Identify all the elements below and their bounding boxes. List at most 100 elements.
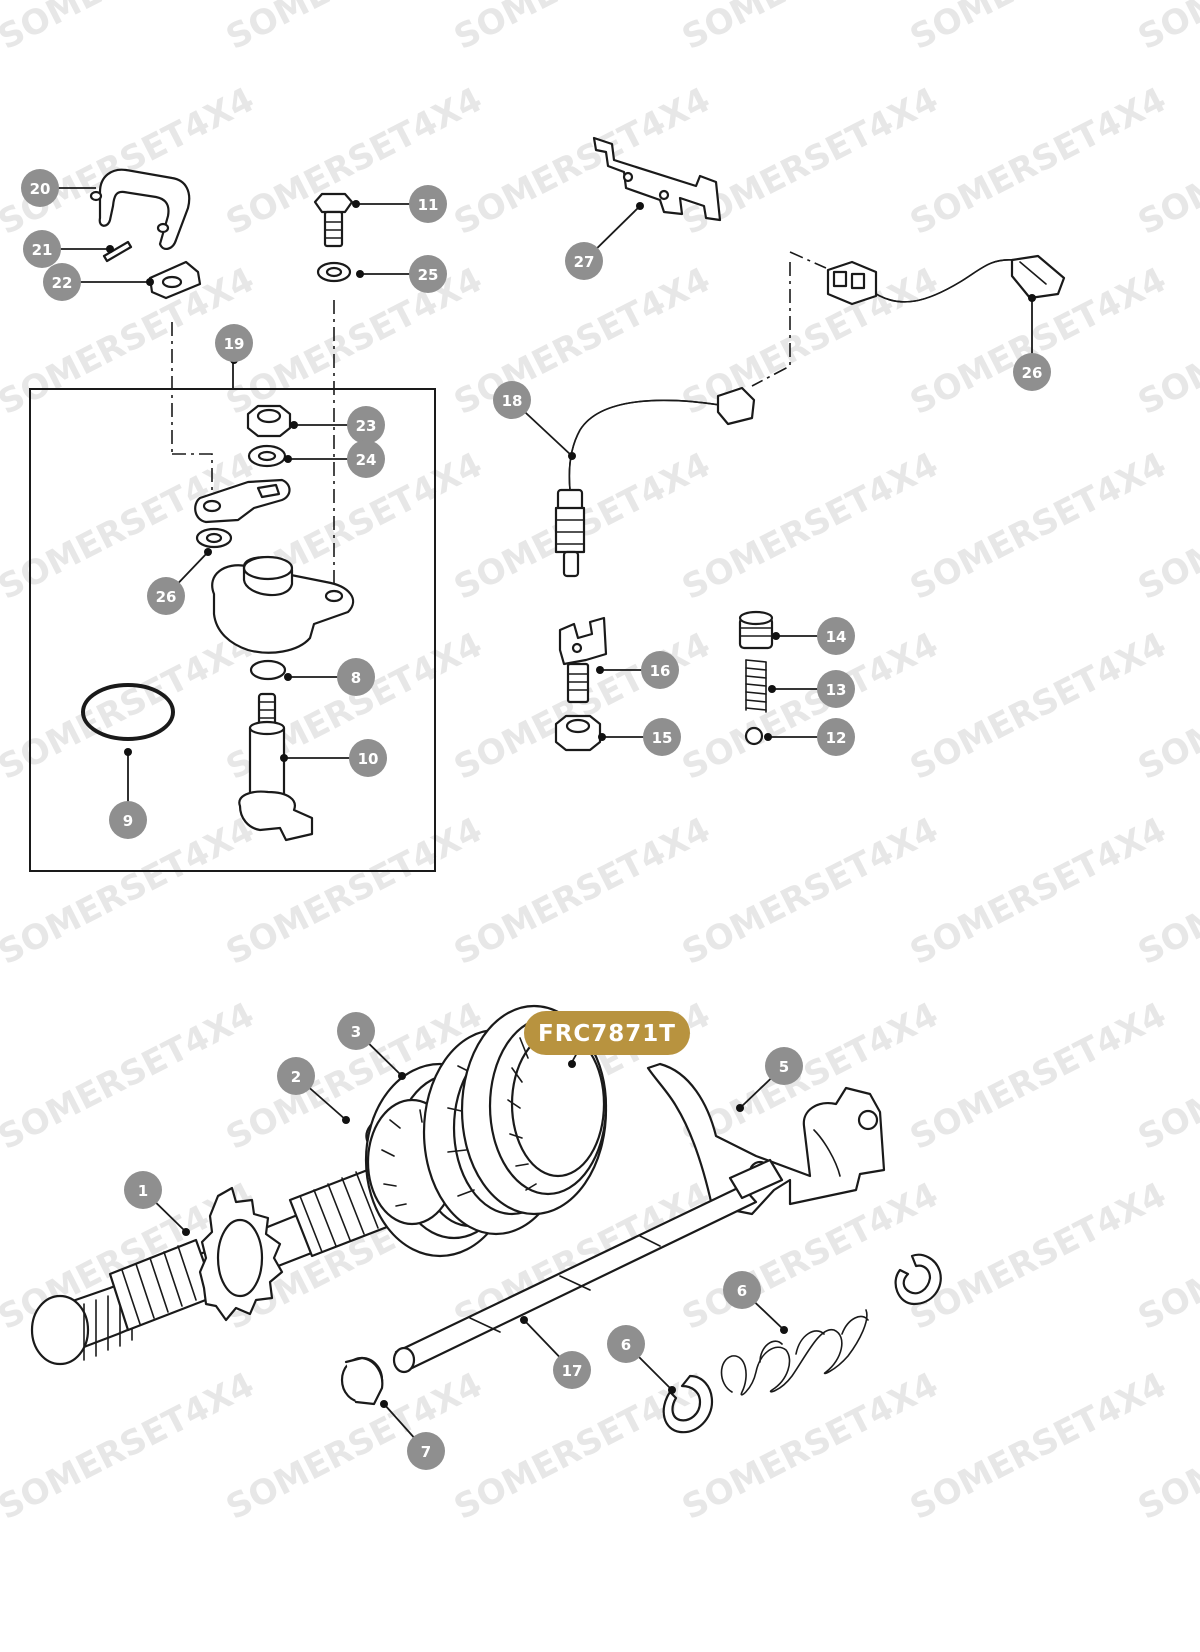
callout-badge bbox=[124, 1171, 162, 1209]
callout-number: 24 bbox=[356, 451, 377, 469]
clip-part[interactable] bbox=[148, 260, 202, 300]
callout-18[interactable]: 18 bbox=[493, 381, 531, 419]
callout-24[interactable]: 24 bbox=[347, 440, 385, 478]
callout-27[interactable]: 27 bbox=[565, 242, 603, 280]
callout-badge bbox=[347, 406, 385, 444]
return-spring-part[interactable] bbox=[720, 1309, 869, 1396]
detent-plug-part[interactable] bbox=[738, 610, 774, 650]
callout-13[interactable]: 13 bbox=[817, 670, 855, 708]
spring-washer-upper-part[interactable] bbox=[316, 261, 352, 283]
callout-number: 21 bbox=[32, 241, 53, 259]
watermark-text: SOMERSET4X4 bbox=[0, 80, 261, 243]
callout-number: 23 bbox=[356, 417, 377, 435]
callout-19[interactable]: 19 bbox=[215, 324, 253, 362]
callout-number: 14 bbox=[826, 628, 847, 646]
highlighted-part-label[interactable]: FRC7871T bbox=[524, 1011, 690, 1068]
callout-number: 12 bbox=[826, 729, 847, 747]
pin-part[interactable] bbox=[102, 240, 133, 263]
watermark-text: SOMERSET4X4 bbox=[1132, 0, 1200, 58]
selector-housing-part[interactable] bbox=[211, 555, 355, 654]
speed-sensor-part[interactable] bbox=[554, 386, 756, 578]
callout-11[interactable]: 11 bbox=[409, 185, 447, 223]
leader-dot bbox=[780, 1326, 788, 1334]
dash-harness bbox=[751, 251, 827, 387]
callout-badge bbox=[607, 1325, 645, 1363]
callout-number: 1 bbox=[138, 1182, 148, 1200]
switch-nut-part[interactable] bbox=[554, 714, 602, 752]
callout-9[interactable]: 9 bbox=[109, 801, 147, 839]
leader-dot bbox=[1028, 294, 1036, 302]
callout-22[interactable]: 22 bbox=[43, 263, 81, 301]
leader-dot bbox=[352, 200, 360, 208]
leader-dot bbox=[356, 270, 364, 278]
lock-washer-part[interactable] bbox=[247, 444, 287, 468]
callout-6[interactable]: 6 bbox=[607, 1325, 645, 1363]
callout-15[interactable]: 15 bbox=[643, 718, 681, 756]
leader-dot bbox=[768, 685, 776, 693]
spring-washer-lower-part[interactable] bbox=[195, 527, 233, 549]
callout-badge bbox=[765, 1047, 803, 1085]
leader-dot bbox=[568, 452, 576, 460]
callout-number: 20 bbox=[30, 180, 51, 198]
callout-10[interactable]: 10 bbox=[349, 739, 387, 777]
callout-26[interactable]: 26 bbox=[1013, 353, 1051, 391]
nut-part[interactable] bbox=[246, 404, 292, 438]
callout-badge bbox=[641, 651, 679, 689]
watermark-text: SOMERSET4X4 bbox=[220, 80, 489, 243]
watermark-text: SOMERSET4X4 bbox=[904, 625, 1173, 788]
callout-6[interactable]: 6 bbox=[723, 1271, 761, 1309]
callout-badge bbox=[337, 658, 375, 696]
leader-dot bbox=[598, 733, 606, 741]
callout-12[interactable]: 12 bbox=[817, 718, 855, 756]
watermark-text: SOMERSET4X4 bbox=[676, 0, 945, 58]
callout-badge bbox=[337, 1012, 375, 1050]
leader-dot bbox=[284, 455, 292, 463]
bolt-part[interactable] bbox=[313, 192, 354, 248]
callout-2[interactable]: 2 bbox=[277, 1057, 315, 1095]
watermark-text: SOMERSET4X4 bbox=[448, 260, 717, 423]
callout-3[interactable]: 3 bbox=[337, 1012, 375, 1050]
selector-rod-part[interactable] bbox=[392, 1158, 784, 1374]
callout-26[interactable]: 26 bbox=[147, 577, 185, 615]
callout-number: 26 bbox=[1022, 364, 1043, 382]
breather-pipe-part[interactable] bbox=[89, 168, 191, 250]
leader-dot bbox=[520, 1316, 528, 1324]
callout-17[interactable]: 17 bbox=[553, 1351, 591, 1389]
reverse-switch-part[interactable] bbox=[558, 616, 608, 704]
callout-1[interactable]: 1 bbox=[124, 1171, 162, 1209]
callout-21[interactable]: 21 bbox=[23, 230, 61, 268]
needle-roller-bearing-part[interactable] bbox=[460, 1004, 608, 1216]
callout-20[interactable]: 20 bbox=[21, 169, 59, 207]
callout-number: 8 bbox=[351, 669, 361, 687]
o-ring-large-part[interactable] bbox=[81, 683, 175, 741]
callout-5[interactable]: 5 bbox=[765, 1047, 803, 1085]
callout-badge bbox=[109, 801, 147, 839]
circlip-left-part[interactable] bbox=[662, 1374, 714, 1434]
circlip-right-part[interactable] bbox=[894, 1253, 942, 1306]
detent-spring-part[interactable] bbox=[745, 659, 767, 713]
callout-number: 26 bbox=[156, 588, 177, 606]
mounting-bracket-part[interactable] bbox=[592, 136, 722, 222]
wiring-harness-part[interactable] bbox=[826, 254, 1066, 306]
callout-8[interactable]: 8 bbox=[337, 658, 375, 696]
callout-badge bbox=[723, 1271, 761, 1309]
bush-part[interactable] bbox=[340, 1356, 384, 1406]
leader-dot bbox=[204, 548, 212, 556]
selector-lever-part[interactable] bbox=[194, 478, 291, 524]
callout-7[interactable]: 7 bbox=[407, 1432, 445, 1470]
callout-25[interactable]: 25 bbox=[409, 255, 447, 293]
selector-shaft-part[interactable] bbox=[238, 692, 314, 842]
callout-16[interactable]: 16 bbox=[641, 651, 679, 689]
callout-14[interactable]: 14 bbox=[817, 617, 855, 655]
dash-21-bracket-turn bbox=[172, 453, 213, 490]
callout-number: 13 bbox=[826, 681, 847, 699]
callout-23[interactable]: 23 bbox=[347, 406, 385, 444]
callout-badge bbox=[349, 739, 387, 777]
leader-dot bbox=[736, 1104, 744, 1112]
o-ring-small-part[interactable] bbox=[249, 659, 287, 681]
watermark-text: SOMERSET4X4 bbox=[448, 1365, 717, 1528]
callout-badge bbox=[1013, 353, 1051, 391]
leader-dot bbox=[146, 278, 154, 286]
detent-ball-part[interactable] bbox=[744, 726, 764, 746]
